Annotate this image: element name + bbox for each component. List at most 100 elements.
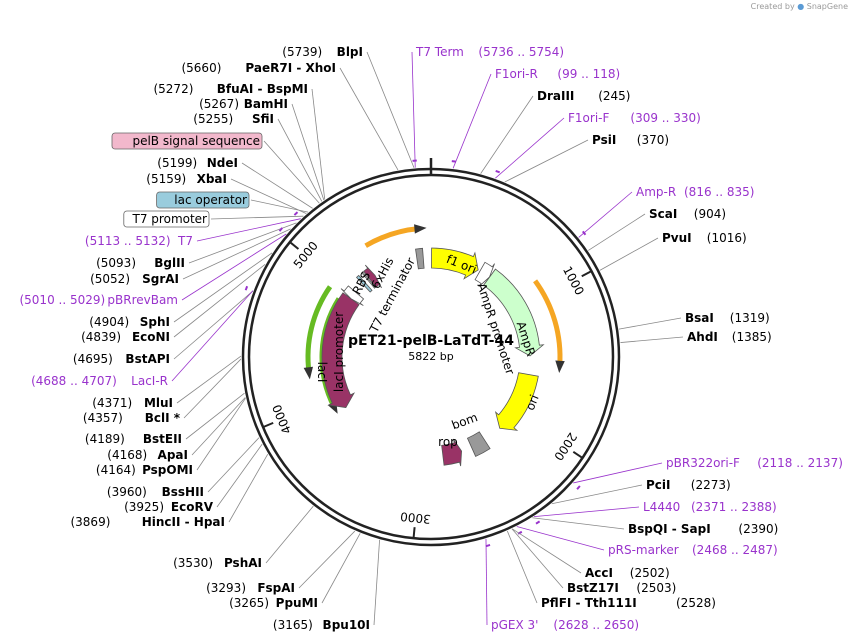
leader-line [265,505,314,564]
feature-shape [483,268,545,357]
site-sfii[interactable]: SfiI(5255) [193,112,274,126]
tick-mark [289,241,300,250]
site-position: (5199) [157,156,197,170]
site-position: (2528) [676,596,716,610]
site-scai[interactable]: ScaI(904) [649,207,726,221]
site-pvui[interactable]: PvuI(1016) [662,231,747,245]
feature-shape [355,274,373,293]
site-bsteii[interactable]: BstEII (4189) [85,432,182,446]
site-position: (2502) [630,566,670,580]
orf-arrowhead [303,366,314,380]
orf-arc [533,279,563,367]
primer-mark [293,211,299,216]
site-t7-term[interactable]: T7 Term(5736 .. 5754) [415,45,564,59]
site-ahdi[interactable]: AhdI(1385) [687,330,772,344]
leader-line [511,528,582,574]
leader-line [321,533,361,604]
site-f1ori-f[interactable]: F1ori-F(309 .. 330) [568,111,701,125]
site-bcli[interactable]: BclI *(4357) [83,411,181,425]
site-name: Bpu10I [323,618,370,632]
watermark: Created by ● SnapGene [751,2,848,11]
site-acci[interactable]: AccI(2502) [585,566,670,580]
site-bstz17i[interactable]: BstZ17I(2503) [567,581,676,595]
leader-line [411,51,416,168]
site-lac-operator[interactable]: lac operator [156,191,250,209]
site-fspai[interactable]: FspAI(3293) [206,581,295,595]
site-position: (5093) [96,256,136,270]
site-name: BsaI [685,311,714,325]
primer-mark [244,285,249,291]
site-pflfi-tth111i[interactable]: PflFI - Tth111I(2528) [541,596,716,610]
site-name: LacI-R [131,374,168,388]
leader-line [173,290,254,360]
feature-label-laci: lacI [315,362,329,383]
site-sgrai[interactable]: SgrAI(5052) [90,272,179,286]
site-hincii-hpai[interactable]: HincII - HpaI(3869) [70,515,225,529]
site-paer7i-xhoi[interactable]: PaeR7I - XhoI(5660) [181,61,336,75]
leader-line [298,530,356,589]
site-bspqi-sapi[interactable]: BspQI - SapI(2390) [628,522,778,536]
leader-line [263,140,320,204]
site-pshai[interactable]: PshAI(3530) [173,556,262,570]
site-pcii[interactable]: PciI(2273) [646,478,731,492]
site-position: (2503) [636,581,676,595]
site-draiii[interactable]: DraIII(245) [537,89,630,103]
leader-line [250,199,309,213]
site-bsai[interactable]: BsaI(1319) [685,311,770,325]
leader-line [551,484,643,505]
site-t7-promoter[interactable]: T7 promoter [123,210,210,228]
leader-line [183,358,242,419]
site-pelb-signal-sequence[interactable]: pelB signal sequence [111,132,263,150]
site-name: BstEII [143,432,182,446]
feature-bom [466,431,491,457]
site-bfuai-bspmi[interactable]: BfuAI - BspMI(5272) [153,82,308,96]
leader-line [181,233,287,301]
primer-mark [582,230,587,236]
site-amp-r[interactable]: Amp-R(816 .. 835) [636,185,754,199]
leader-line [511,528,564,589]
tick-mark [581,270,592,278]
site-l4440[interactable]: L4440(2371 .. 2388) [643,500,777,514]
leader-line [173,252,273,323]
site-blpi[interactable]: BlpI(5739) [282,45,363,59]
site-position: (5113 .. 5132) [85,234,171,248]
site-pbr322ori-f[interactable]: pBR322ori-F(2118 .. 2137) [666,456,843,470]
site-pspomi[interactable]: PspOMI(4164) [96,463,193,477]
site-econi[interactable]: EcoNI(4839) [81,330,170,344]
site-laci-r[interactable]: LacI-R(4688 .. 4707) [31,374,168,388]
site-bstapi[interactable]: BstAPI(4695) [73,352,170,366]
site-bsshii[interactable]: BssHII(3960) [107,485,204,499]
site-sphi[interactable]: SphI(4904) [89,315,170,329]
leader-line [366,51,415,168]
site-name: BamHI [244,97,288,111]
site-bamhi[interactable]: BamHI(5267) [199,97,288,111]
site-ndei[interactable]: NdeI(5199) [157,156,238,170]
site-pgex-3[interactable]: pGEX 3'(2628 .. 2650) [491,618,639,632]
site-position: (2390) [738,522,778,536]
site-position: (4164) [96,463,136,477]
site-psii[interactable]: PsiI(370) [592,133,669,147]
site-f1ori-r[interactable]: F1ori-R(99 .. 118) [495,67,620,81]
site-mlui[interactable]: MluI(4371) [92,396,173,410]
site-name: PaeR7I - XhoI [245,61,336,75]
site-bglii[interactable]: BglII(5093) [96,256,185,270]
site-apai[interactable]: ApaI(4168) [107,448,188,462]
site-ppumi[interactable]: PpuMI(3265) [229,596,318,610]
leader-line [277,118,323,202]
leader-line [588,213,646,251]
leader-line [210,215,304,220]
site-name: AhdI [687,330,718,344]
site-pbrrevbam[interactable]: pBRrevBam(5010 .. 5029) [19,293,178,307]
site-t7[interactable]: T7(5113 .. 5132) [85,234,193,248]
site-xbai[interactable]: XbaI(5159) [146,172,227,186]
leader-line [173,263,266,338]
site-bpu10i[interactable]: Bpu10I(3165) [273,618,370,632]
leader-line [533,506,640,518]
feature-shape [340,285,365,306]
site-position: (4189) [85,432,125,446]
feature-shape [494,372,539,431]
site-name: pBRrevBam [107,293,178,307]
site-ecorv[interactable]: EcoRV(3925) [124,500,214,514]
site-position: (5010 .. 5029) [19,293,105,307]
site-prs-marker[interactable]: pRS-marker(2468 .. 2487) [608,543,778,557]
